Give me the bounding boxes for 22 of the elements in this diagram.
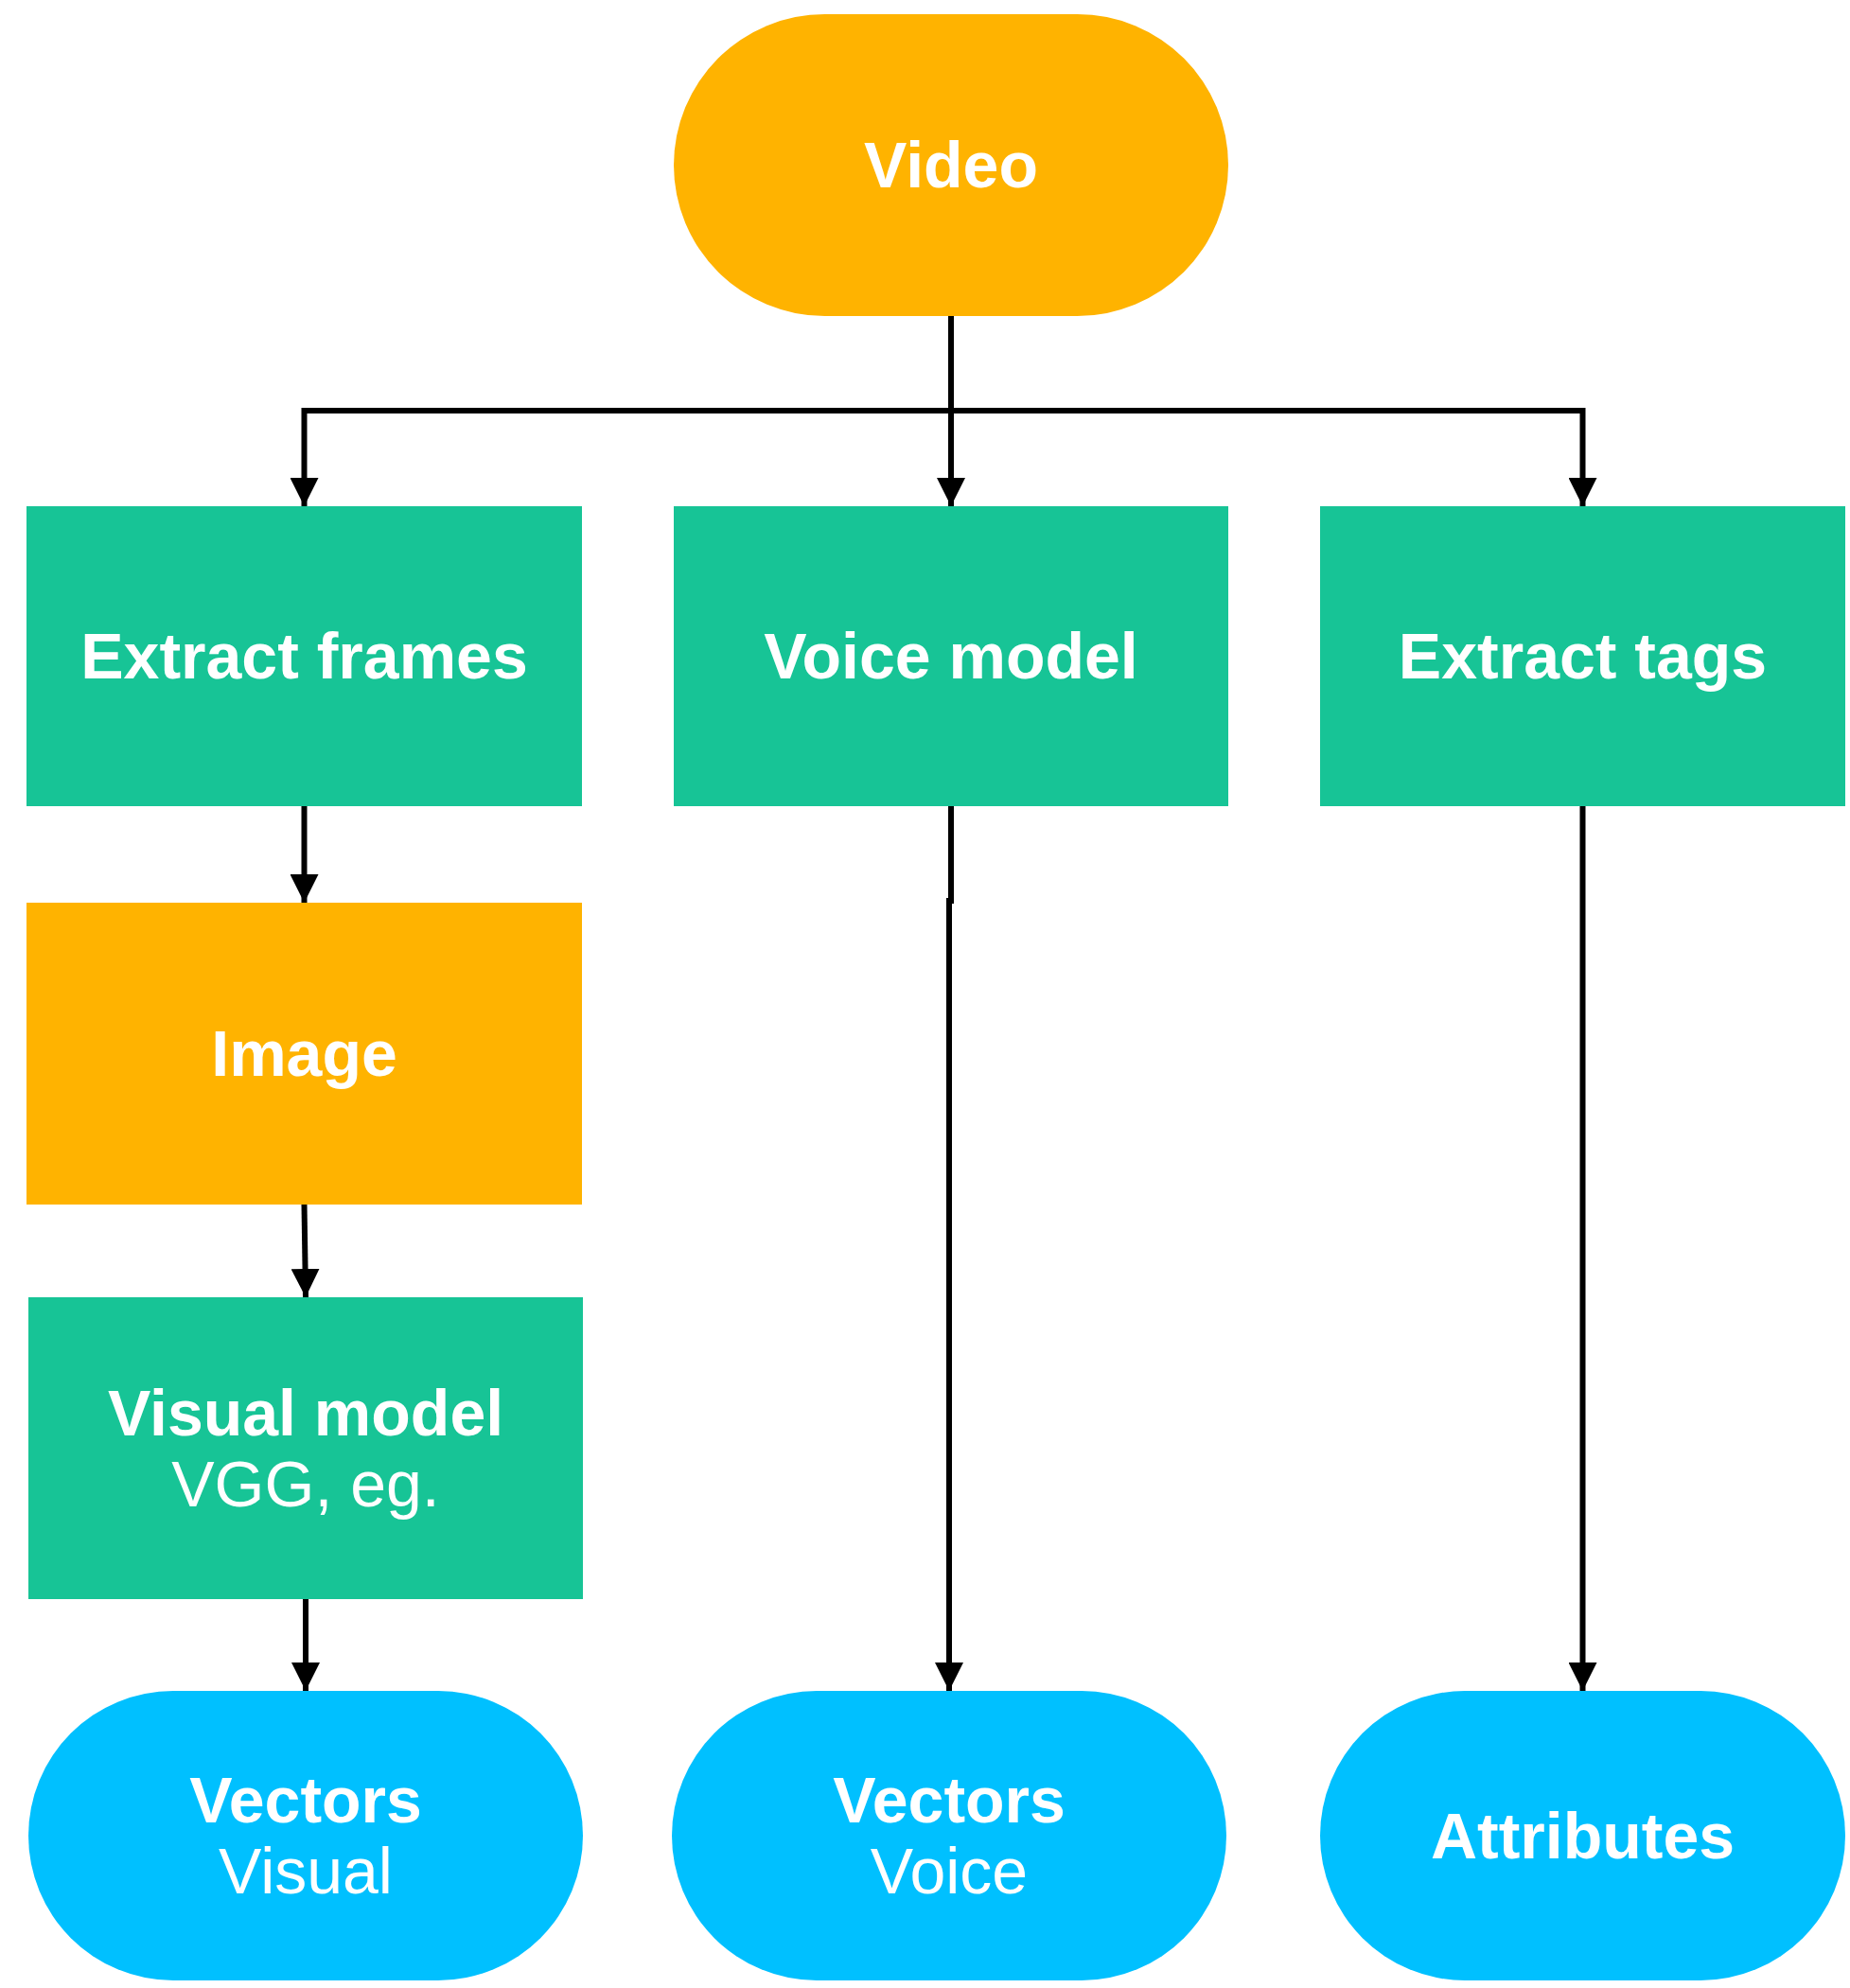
node-label: Attributes (1430, 1800, 1735, 1872)
arrow (1568, 806, 1597, 1691)
process-box (674, 506, 1228, 806)
arrow (291, 1599, 320, 1691)
node-label: Vectors (833, 1765, 1066, 1836)
node-label: Video (864, 130, 1038, 201)
process-box (28, 1297, 583, 1599)
node-sublabel: VGG, eg. (171, 1448, 440, 1520)
arrow (290, 806, 319, 903)
process-box (1320, 506, 1845, 806)
node-label: Image (211, 1018, 397, 1089)
node-label: Visual model (107, 1377, 504, 1449)
arrow (291, 1204, 320, 1298)
arrow (935, 806, 963, 1691)
process-box (26, 903, 582, 1205)
node-sublabel: Visual (219, 1836, 393, 1907)
node-label: Voice model (764, 621, 1138, 692)
node-sublabel: Voice (870, 1836, 1029, 1907)
node-label: Extract frames (80, 621, 528, 692)
node-label: Extract tags (1398, 621, 1768, 692)
process-box (26, 506, 582, 806)
node-label: Vectors (189, 1765, 422, 1836)
